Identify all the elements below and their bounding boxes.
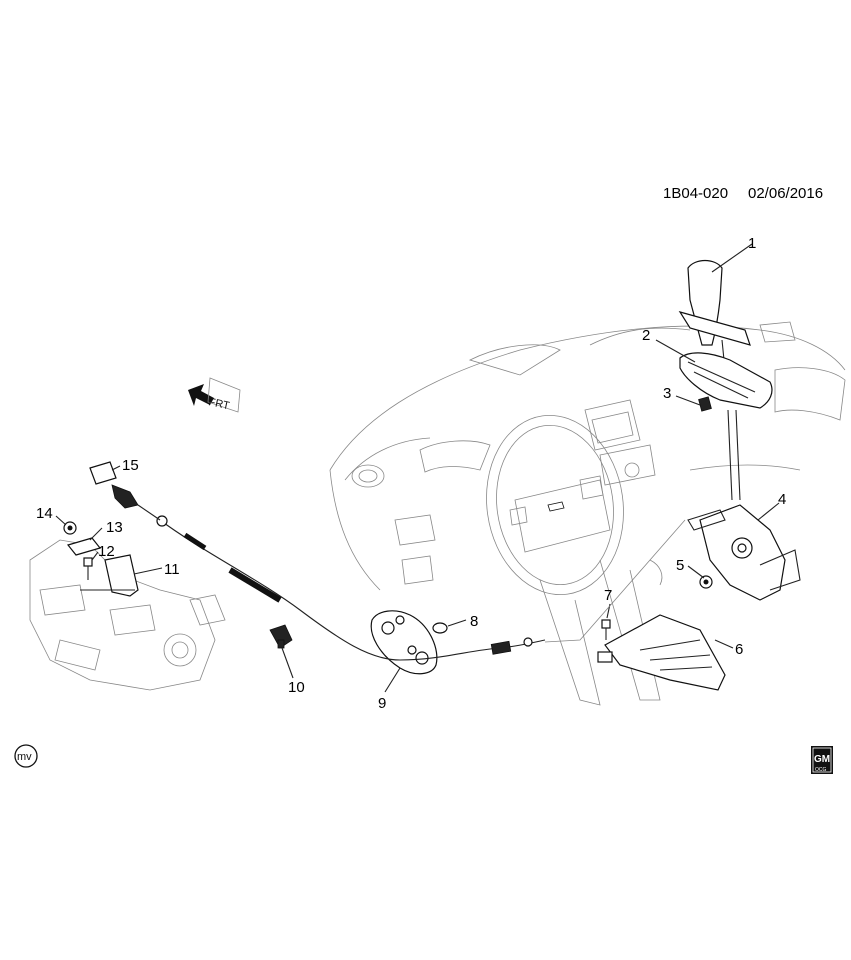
mv-watermark: mv [14, 744, 38, 768]
part-15-cable-end [89, 461, 161, 521]
callout-4: 4 [778, 491, 786, 508]
callout-9: 9 [378, 695, 386, 712]
gm-logo-subtext: OCG [815, 767, 827, 773]
watermark-text: mv [17, 751, 32, 763]
callout-5: 5 [676, 557, 684, 574]
callout-3: 3 [663, 385, 671, 402]
part-12-bolt [83, 557, 93, 580]
part-1-shift-knob [678, 259, 751, 361]
callout-15: 15 [122, 457, 139, 474]
part-5-nut [699, 575, 713, 589]
callout-numbers: 1 2 3 4 5 6 7 8 9 10 11 12 13 14 15 [36, 235, 786, 712]
callout-10: 10 [288, 679, 305, 696]
part-6-shifter-base [597, 614, 726, 691]
leader-lines [55, 243, 780, 693]
diagram-date: 02/06/2016 [748, 185, 823, 202]
part-7-bolt [601, 619, 611, 640]
dashboard-illustration [329, 321, 846, 706]
gm-logo-text: GM [814, 754, 830, 765]
front-direction-arrow: FRT [188, 377, 241, 413]
shift-cable [156, 515, 546, 661]
part-3-clip [698, 396, 712, 412]
callout-11: 11 [164, 561, 180, 578]
diagram-code: 1B04-020 [663, 185, 728, 202]
part-11-bracket [80, 554, 139, 597]
part-10-cable-clip [269, 624, 293, 649]
callout-6: 6 [735, 641, 743, 658]
callout-2: 2 [642, 327, 650, 344]
callout-8: 8 [470, 613, 478, 630]
callout-14: 14 [36, 505, 53, 522]
part-9-cable-plate [370, 610, 438, 675]
callout-1: 1 [748, 235, 756, 252]
part-13-lever [66, 537, 102, 556]
part-4-shifter-assembly [687, 504, 801, 601]
gm-logo: GM OCG [811, 746, 833, 774]
part-8-grommet [432, 622, 448, 634]
callout-12: 12 [98, 543, 115, 560]
part-14-nut [63, 521, 77, 535]
callout-7: 7 [604, 587, 612, 604]
part-2-shifter-bezel [679, 352, 773, 409]
callout-13: 13 [106, 519, 123, 536]
shift-lever-rod [727, 409, 733, 501]
front-direction-label: FRT [207, 396, 230, 412]
